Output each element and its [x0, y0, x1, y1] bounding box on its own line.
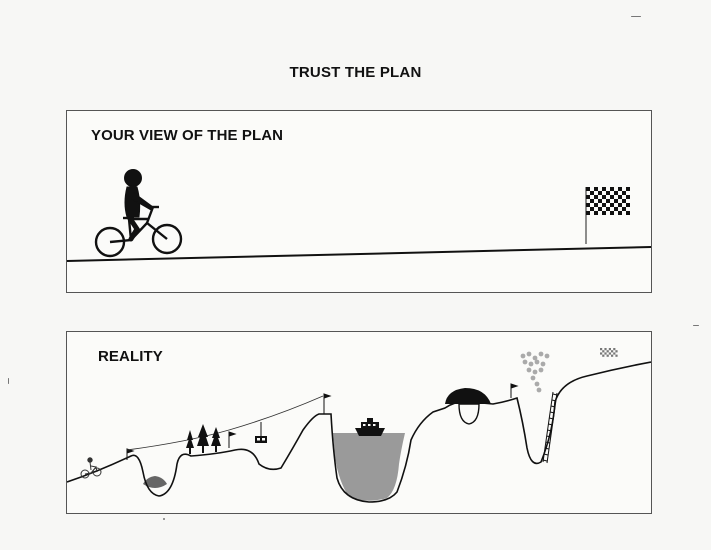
terrain-outline [67, 361, 651, 503]
plan-illustration [67, 169, 651, 262]
rider-figure [124, 169, 154, 242]
reality-panel-label: REALITY [98, 348, 163, 365]
lake-water [333, 433, 405, 501]
scan-speck [631, 16, 641, 17]
pit-rubble [143, 476, 167, 488]
cable-line [126, 395, 324, 451]
bridge-icon [445, 388, 491, 425]
boat-icon [355, 418, 385, 436]
straight-road [67, 246, 651, 262]
scan-speck [163, 518, 165, 520]
reality-illustration [67, 348, 651, 503]
cable-car-icon [255, 422, 267, 443]
cyclist-icon [94, 169, 183, 258]
ladder-icon [542, 391, 558, 464]
scan-speck [693, 325, 699, 326]
falling-rocks [520, 351, 550, 393]
scan-speck [8, 378, 9, 384]
reality-panel: REALITY [66, 331, 652, 514]
plan-panel-label: YOUR VIEW OF THE PLAN [91, 127, 284, 144]
checkered-flag-icon [600, 348, 618, 357]
flag-icon [126, 383, 519, 460]
pine-tree-icon [186, 424, 221, 454]
plan-panel: YOUR VIEW OF THE PLAN [66, 110, 652, 293]
cyclist-icon [80, 457, 102, 479]
checkered-flag-icon [585, 187, 630, 244]
page-title: TRUST THE PLAN [289, 64, 422, 81]
